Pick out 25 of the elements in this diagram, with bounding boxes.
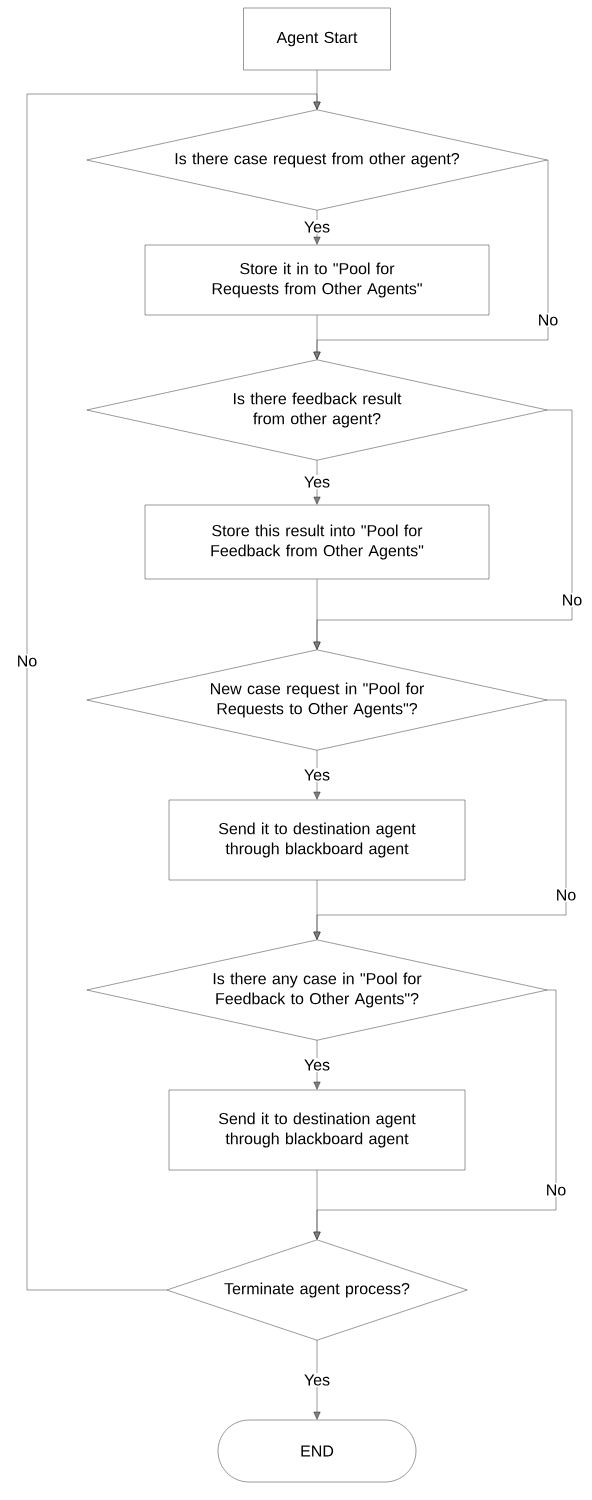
process-box: Agent Start [243, 7, 391, 71]
process-box: Send it to destination agent through blackboard agent [168, 1089, 466, 1171]
edge-label: Yes [302, 219, 332, 235]
arrow [26, 93, 321, 1291]
arrow [313, 210, 321, 245]
arrow [313, 750, 321, 800]
arrow [313, 159, 549, 360]
edge-label: Yes [302, 767, 332, 783]
process-box: Send it to destination agent through blackboard agent [168, 799, 466, 881]
edge-label: No [554, 887, 578, 903]
edge-label: No [560, 592, 584, 608]
arrow [313, 409, 573, 650]
edge-label: Yes [302, 1057, 332, 1073]
arrow [313, 460, 321, 505]
process-box: Store this result into "Pool for Feedback from Other Agents" [144, 504, 490, 580]
edge-label: Yes [302, 474, 332, 490]
arrow [313, 1040, 321, 1090]
edge-label: No [544, 1182, 568, 1198]
arrow [313, 989, 557, 1240]
arrow [313, 699, 567, 940]
edge-label: Yes [302, 1372, 332, 1388]
arrow [313, 1340, 321, 1420]
edge-label: No [15, 653, 39, 669]
process-box: Store it in to "Pool for Requests from Other Agents" [144, 244, 490, 316]
edge-label: No [536, 312, 560, 328]
